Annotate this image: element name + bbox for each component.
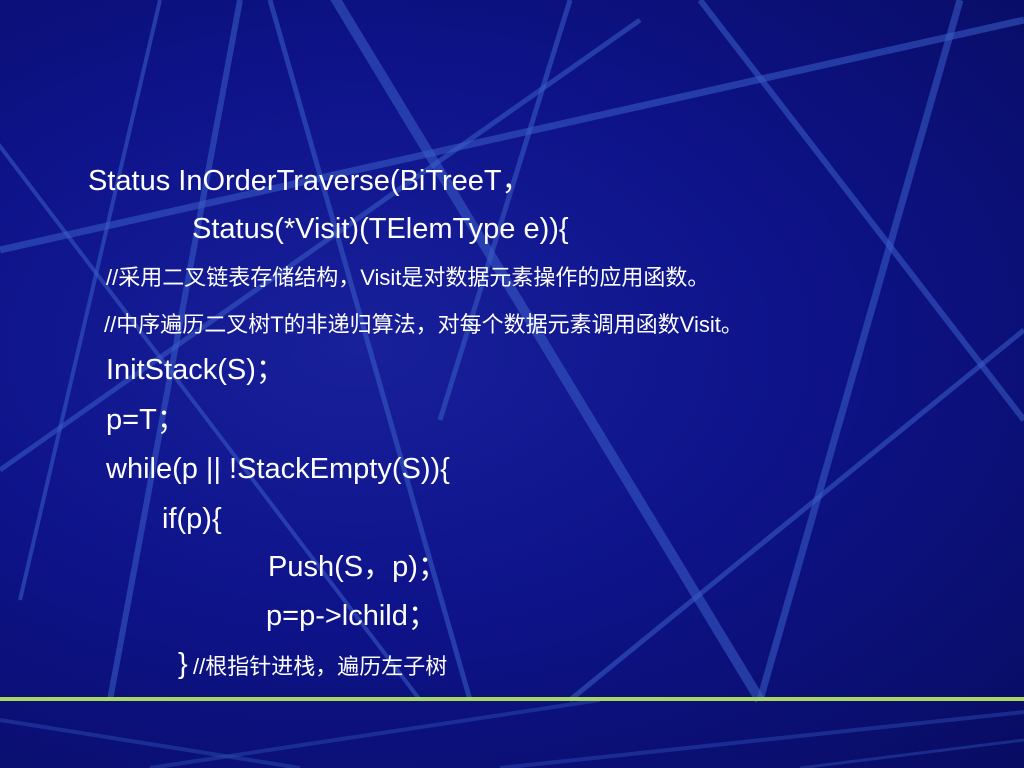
code-line-if: if(p){ xyxy=(162,503,222,535)
code-line-assign: p=T； xyxy=(106,404,186,436)
code-line-1: Status InOrderTraverse(BiTreeT， xyxy=(88,165,531,197)
code-line-close-brace: } xyxy=(178,648,188,680)
code-line-lchild: p=p->lchild； xyxy=(266,600,437,632)
code-line-2: Status(*Visit)(TElemType e)){ xyxy=(192,213,569,245)
code-line-push: Push(S，p)； xyxy=(268,551,447,583)
comment-line-3: //根指针进栈，遍历左子树 xyxy=(193,654,448,679)
accent-line xyxy=(0,697,1024,701)
code-line-while: while(p || !StackEmpty(S)){ xyxy=(106,453,450,485)
code-line-initstack: InitStack(S)； xyxy=(106,354,285,386)
comment-line-2: //中序遍历二叉树T的非递归算法，对每个数据元素调用函数Visit。 xyxy=(104,312,743,337)
comment-line-1: //采用二叉链表存储结构，Visit是对数据元素操作的应用函数。 xyxy=(106,265,710,290)
